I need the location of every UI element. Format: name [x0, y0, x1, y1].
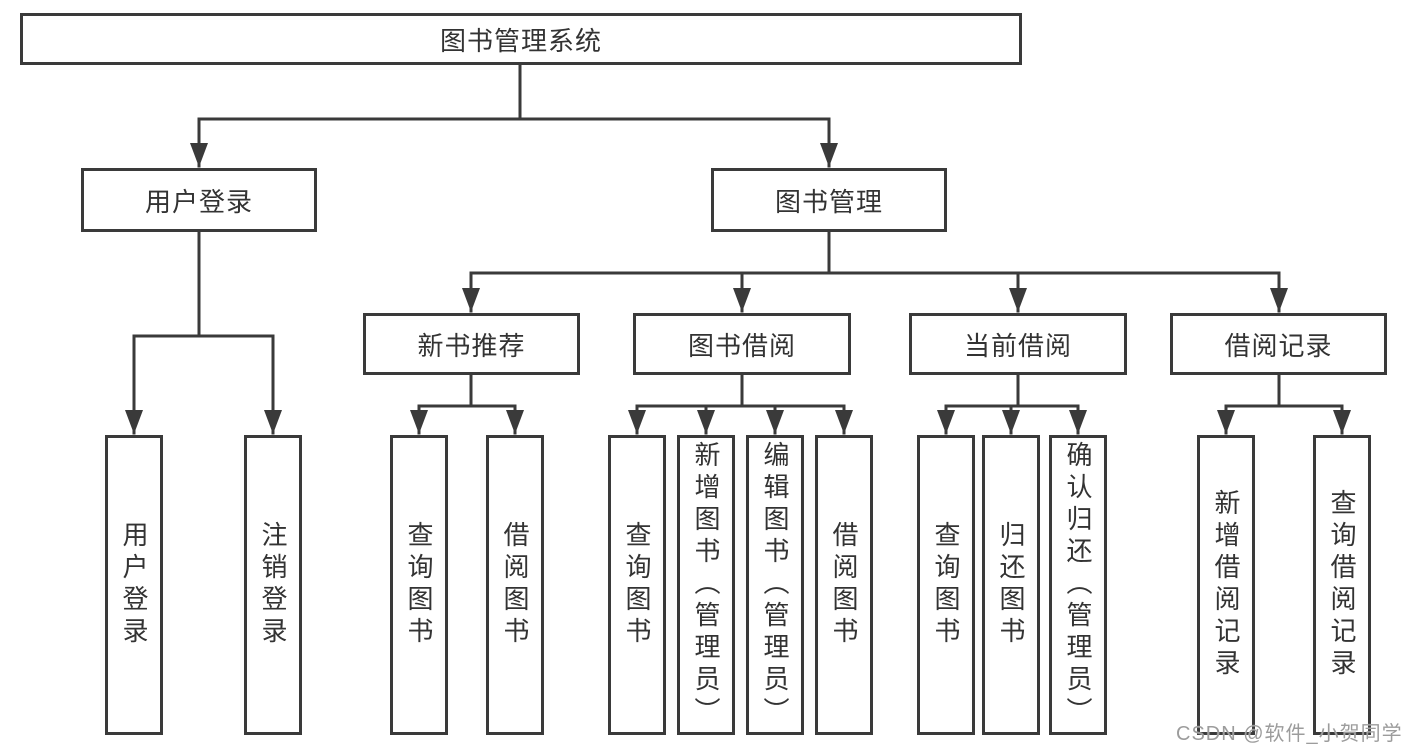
node-book-borrowing: 图书借阅 — [633, 313, 851, 375]
leaf-newbook-query-books: 查询图书 — [390, 435, 448, 735]
leaf-records-add-record: 新增借阅记录 — [1197, 435, 1255, 735]
leaf-borrowing-borrow-books: 借阅图书 — [815, 435, 873, 735]
leaf-current-return-books: 归还图书 — [982, 435, 1040, 735]
node-book-management: 图书管理 — [711, 168, 947, 232]
leaf-newbook-borrow-books: 借阅图书 — [486, 435, 544, 735]
leaf-current-query-books: 查询图书 — [917, 435, 975, 735]
leaf-records-query-record: 查询借阅记录 — [1313, 435, 1371, 735]
leaf-borrowing-add-books-admin: 新增图书（管理员） — [677, 435, 735, 735]
leaf-borrowing-query-books: 查询图书 — [608, 435, 666, 735]
node-borrow-records: 借阅记录 — [1170, 313, 1387, 375]
leaf-current-confirm-return-admin: 确认归还（管理员） — [1049, 435, 1107, 735]
leaf-borrowing-edit-books-admin: 编辑图书（管理员） — [746, 435, 804, 735]
watermark-text: CSDN @软件_小贺同学 — [1176, 723, 1403, 745]
node-current-borrowing: 当前借阅 — [909, 313, 1127, 375]
node-new-book-recommend: 新书推荐 — [363, 313, 580, 375]
node-user-login: 用户登录 — [81, 168, 317, 232]
leaf-logout-login: 注销登录 — [244, 435, 302, 735]
leaf-user-login: 用户登录 — [105, 435, 163, 735]
node-root: 图书管理系统 — [20, 13, 1022, 65]
